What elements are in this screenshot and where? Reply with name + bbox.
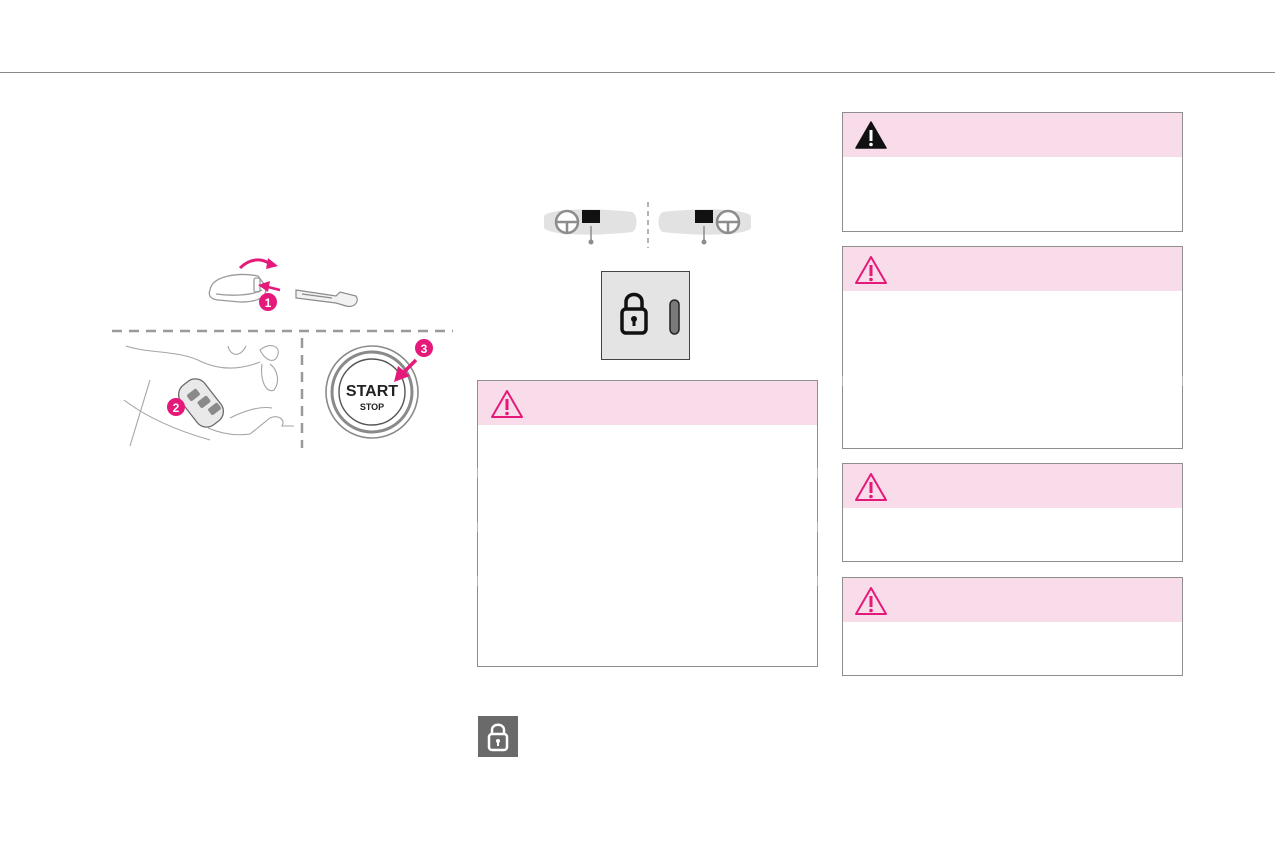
lock-indicator-chip — [478, 716, 518, 757]
danger-header — [843, 113, 1182, 157]
danger-box-1 — [842, 112, 1183, 232]
callout-1 — [259, 293, 277, 311]
stop-label: STOP — [360, 402, 384, 412]
drive-side-drawing — [544, 202, 751, 248]
warning-box-3 — [842, 463, 1183, 562]
key-fob-icon — [177, 378, 225, 428]
warning-box-middle — [477, 380, 818, 667]
padlock-icon — [487, 723, 509, 752]
start-label: START — [346, 383, 398, 400]
start-stop-button-drawing: START STOP — [325, 345, 419, 439]
danger-triangle-filled-icon — [855, 121, 887, 149]
mechanical-key-icon — [295, 289, 358, 307]
callout-3-label: 3 — [421, 342, 428, 356]
callout-3 — [415, 339, 433, 357]
callout-2 — [167, 398, 185, 416]
padlock-icon — [620, 292, 680, 335]
warning-header — [843, 578, 1182, 622]
warning-triangle-outline-icon — [855, 256, 887, 284]
curved-arrow-icon — [238, 258, 271, 270]
warning-triangle-outline-icon — [491, 390, 523, 418]
start-procedure-drawing: 1 2 START STOP — [112, 258, 453, 448]
callout-1-label: 1 — [265, 296, 272, 310]
steering-wheel-left-icon — [544, 209, 637, 245]
steering-wheel-right-icon — [658, 209, 751, 245]
lock-button-panel — [601, 271, 690, 360]
warning-box-4 — [842, 577, 1183, 676]
drive-side-illustration — [540, 200, 755, 252]
callout-2-label: 2 — [173, 401, 180, 415]
warning-header — [478, 381, 817, 425]
door-handle-icon — [208, 273, 267, 303]
warning-header — [843, 464, 1182, 508]
warning-box-2 — [842, 246, 1183, 449]
warning-triangle-outline-icon — [855, 587, 887, 615]
hand-with-key-fob-sketch — [123, 345, 294, 447]
warning-triangle-outline-icon — [855, 473, 887, 501]
header-rule — [0, 72, 1275, 73]
warning-header — [843, 247, 1182, 291]
start-procedure-illustration: 1 2 START STOP — [110, 250, 455, 455]
